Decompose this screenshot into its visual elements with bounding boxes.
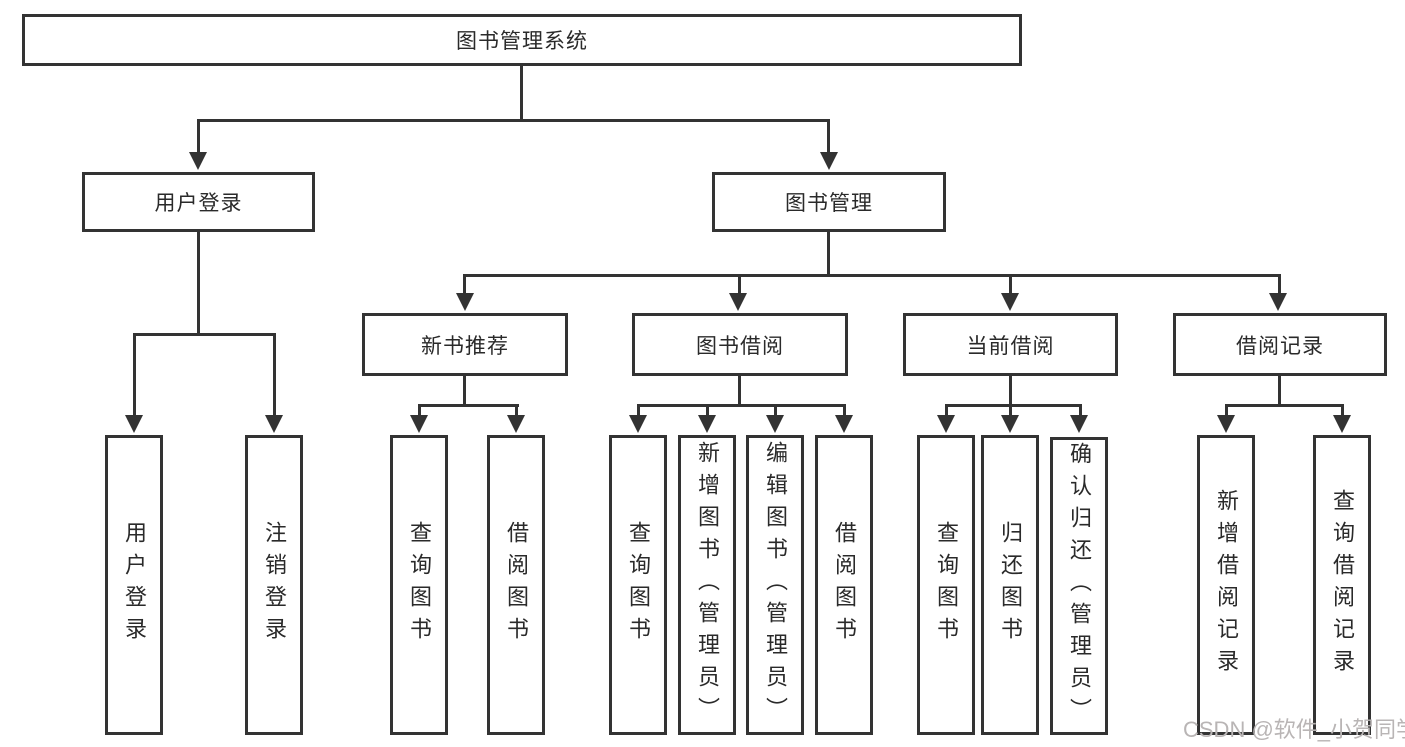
arrow-down-icon [189, 152, 207, 170]
connector-line [774, 404, 777, 417]
node-book-management-system: 图书管理系统 [22, 14, 1022, 66]
connector-line [827, 232, 830, 277]
node-label: 查询图书 [407, 521, 432, 649]
connector-line [945, 404, 948, 417]
connector-line [1225, 404, 1344, 407]
node-book-management: 图书管理 [712, 172, 946, 232]
arrow-down-icon [766, 415, 784, 433]
arrow-down-icon [820, 152, 838, 170]
connector-line [463, 274, 1281, 277]
node-label: 查询借阅记录 [1330, 489, 1355, 681]
arrow-down-icon [456, 293, 474, 311]
node-label: 新书推荐 [421, 334, 509, 358]
arrow-down-icon [507, 415, 525, 433]
node-label: 注销登录 [262, 521, 287, 649]
arrow-down-icon [1269, 293, 1287, 311]
node-label: 图书管理 [785, 192, 873, 215]
connector-line [133, 333, 136, 417]
connector-line [1009, 274, 1012, 295]
connector-line [515, 404, 518, 417]
leaf-add-borrow-record: 新增借阅记录 [1197, 435, 1255, 735]
node-label: 新增图书（管理员） [695, 441, 720, 729]
arrow-down-icon [835, 415, 853, 433]
connector-line [827, 119, 830, 155]
arrow-down-icon [265, 415, 283, 433]
node-label: 借阅图书 [832, 521, 857, 649]
arrow-down-icon [1070, 415, 1088, 433]
node-user-login: 用户登录 [82, 172, 315, 232]
leaf-logout: 注销登录 [245, 435, 303, 735]
arrow-down-icon [698, 415, 716, 433]
connector-line [738, 274, 741, 295]
connector-line [463, 376, 466, 407]
leaf-edit-books-admin: 编辑图书（管理员） [746, 435, 804, 735]
node-label: 归还图书 [998, 521, 1023, 649]
connector-line [738, 376, 741, 407]
node-label: 编辑图书（管理员） [763, 441, 788, 729]
connector-line [463, 274, 466, 295]
leaf-query-books: 查询图书 [609, 435, 667, 735]
connector-line [197, 119, 830, 122]
node-new-book-recommend: 新书推荐 [362, 313, 568, 376]
leaf-confirm-return-admin: 确认归还（管理员） [1050, 437, 1108, 735]
connector-line [418, 404, 519, 407]
leaf-return-books: 归还图书 [981, 435, 1039, 735]
watermark: CSDN @软件_小贺同学 [1183, 717, 1405, 742]
leaf-query-books: 查询图书 [390, 435, 448, 735]
node-label: 用户登录 [154, 192, 243, 215]
connector-line [945, 404, 1082, 407]
arrow-down-icon [125, 415, 143, 433]
node-label: 新增借阅记录 [1214, 489, 1239, 681]
connector-line [520, 66, 523, 121]
connector-line [1009, 376, 1012, 407]
connector-line [1278, 274, 1281, 295]
node-label: 图书借阅 [696, 334, 784, 358]
node-label: 图书管理系统 [456, 30, 588, 53]
connector-line [197, 119, 200, 155]
node-book-borrowing: 图书借阅 [632, 313, 848, 376]
connector-line [418, 404, 421, 417]
leaf-query-borrow-record: 查询借阅记录 [1313, 435, 1371, 735]
node-label: 借阅图书 [504, 521, 529, 649]
arrow-down-icon [937, 415, 955, 433]
node-borrowing-records: 借阅记录 [1173, 313, 1387, 376]
arrow-down-icon [1217, 415, 1235, 433]
arrow-down-icon [1001, 293, 1019, 311]
connector-line [637, 404, 640, 417]
connector-line [197, 232, 200, 335]
arrow-down-icon [1001, 415, 1019, 433]
leaf-query-books: 查询图书 [917, 435, 975, 735]
connector-line [273, 333, 276, 417]
arrow-down-icon [410, 415, 428, 433]
connector-line [1341, 404, 1344, 417]
leaf-user-login: 用户登录 [105, 435, 163, 735]
node-label: 查询图书 [934, 521, 959, 649]
node-label: 确认归还（管理员） [1067, 442, 1092, 730]
arrow-down-icon [1333, 415, 1351, 433]
arrow-down-icon [729, 293, 747, 311]
node-label: 查询图书 [626, 521, 651, 649]
node-label: 借阅记录 [1236, 334, 1324, 358]
node-current-borrowing: 当前借阅 [903, 313, 1118, 376]
node-label: 当前借阅 [966, 334, 1055, 358]
connector-line [1278, 376, 1281, 407]
arrow-down-icon [629, 415, 647, 433]
connector-line [1225, 404, 1228, 417]
leaf-borrow-books: 借阅图书 [815, 435, 873, 735]
connector-line [843, 404, 846, 417]
connector-line [1079, 404, 1082, 417]
leaf-add-books-admin: 新增图书（管理员） [678, 435, 736, 735]
connector-line [1009, 404, 1012, 417]
connector-line [637, 404, 846, 407]
connector-line [706, 404, 709, 417]
leaf-borrow-books: 借阅图书 [487, 435, 545, 735]
connector-line [133, 333, 276, 336]
node-label: 用户登录 [122, 521, 147, 649]
